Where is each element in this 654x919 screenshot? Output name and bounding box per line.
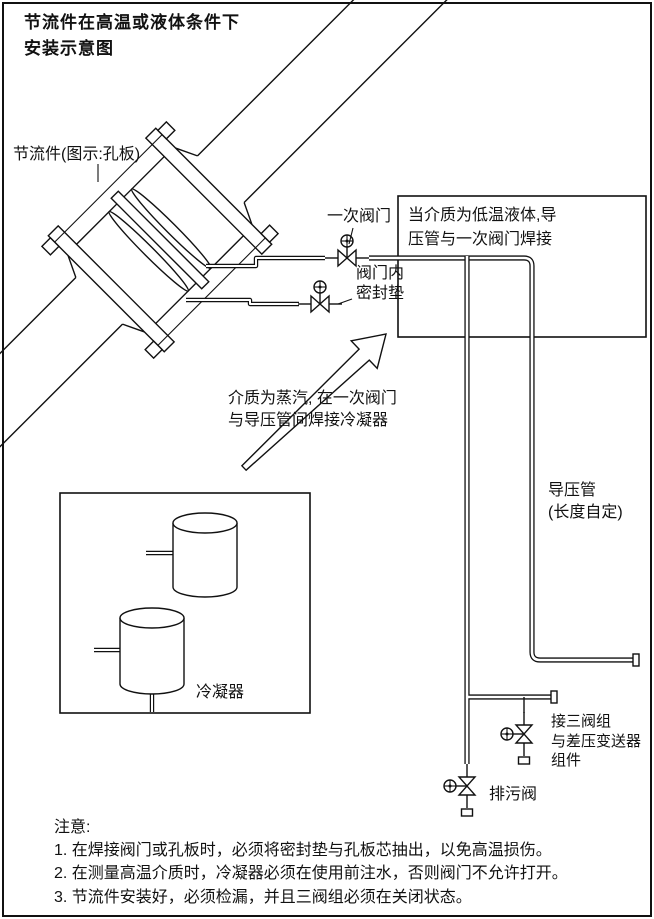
impulse-pipe-label: 导压管 (长度自定)	[548, 482, 623, 522]
condenser-box	[59, 492, 311, 714]
page-title: 节流件在高温或液体条件下 安装示意图	[24, 13, 240, 59]
bolt-nut	[40, 236, 60, 256]
steam-note-arrow-icon	[240, 333, 387, 472]
line-a-end-cap	[632, 653, 640, 667]
low-temp-note: 当介质为低温液体,导 压管与一次阀门焊接	[408, 207, 557, 248]
condenser-cylinder-1	[146, 512, 238, 598]
drain-valve-cap	[460, 808, 474, 817]
manifold-valve-cap	[517, 756, 531, 765]
gasket-label-leader	[337, 298, 353, 305]
line-b-end-cap	[550, 690, 558, 704]
impulse-line-a	[369, 255, 640, 667]
pressure-taps	[186, 255, 325, 307]
orifice-flange-assembly	[40, 120, 280, 360]
condenser-label: 冷凝器	[196, 684, 245, 701]
note-item-2: 2. 在测量高温介质时，冷凝器必须在使用前注水，否则阀门不允许打开。	[54, 865, 568, 883]
manifold-label: 接三阀组 与差压变送器 组件	[551, 713, 642, 769]
orifice-plate	[110, 190, 210, 290]
manifold-valve	[500, 712, 534, 756]
primary-valve-label-leader	[348, 227, 354, 245]
note-item-3: 3. 节流件安装好，必须检漏，并且三阀组必须在关闭状态。	[54, 888, 472, 906]
steam-note: 介质为蒸汽, 在一次阀门 与导压管间焊接冷凝器	[228, 390, 397, 430]
bolt-nut	[144, 340, 164, 360]
drain-valve-label: 排污阀	[489, 786, 538, 803]
note-item-1: 1. 在焊接阀门或孔板时，必须将密封垫与孔板芯抽出，以免高温损伤。	[54, 842, 552, 860]
low-temp-annotation-box	[397, 195, 647, 338]
notes-block: 注意: 1. 在焊接阀门或孔板时，必须将密封垫与孔板芯抽出，以免高温损伤。 2.…	[54, 816, 624, 909]
bolt-nut	[260, 224, 280, 244]
process-pipe	[0, 0, 481, 561]
throttle-device-label: 节流件(图示:孔板)	[13, 146, 141, 163]
bolt-nut	[156, 120, 176, 140]
condenser-cylinder-2	[94, 607, 185, 712]
valve-gasket-label: 阀门内 密封垫	[356, 265, 405, 302]
impulse-line-b	[464, 256, 558, 764]
primary-valve-2	[298, 280, 342, 314]
primary-valve-1	[325, 234, 369, 268]
primary-valve-label: 一次阀门	[327, 208, 392, 225]
drain-valve	[443, 764, 477, 808]
notes-heading: 注意:	[54, 819, 91, 836]
